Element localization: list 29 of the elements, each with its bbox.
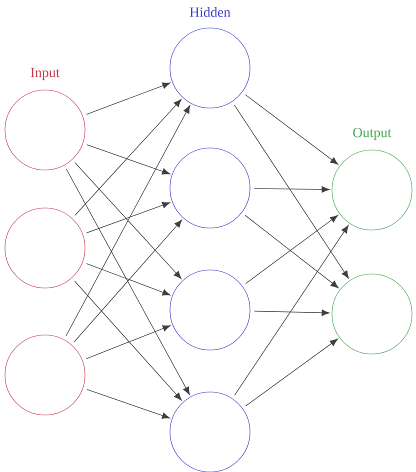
arrow xyxy=(66,105,190,336)
arrow xyxy=(254,310,330,316)
arrow xyxy=(74,162,182,279)
arrow xyxy=(86,82,170,115)
arrow xyxy=(86,389,170,419)
arrow xyxy=(86,263,170,296)
layer-title: Output xyxy=(353,128,392,140)
layer-title: Hidden xyxy=(190,7,230,17)
neuron-circle xyxy=(170,148,250,228)
arrow xyxy=(86,325,171,360)
arrow xyxy=(245,94,338,165)
neuron-circle xyxy=(4,334,86,416)
arrow xyxy=(245,338,338,406)
neuron-circle xyxy=(4,208,86,288)
arrow xyxy=(234,225,349,396)
neuron-circle xyxy=(332,274,412,354)
arrow xyxy=(86,144,170,174)
neuron-circle xyxy=(4,90,86,170)
neuron-circle xyxy=(170,270,250,350)
arrow xyxy=(234,104,349,279)
arrow xyxy=(74,220,182,342)
arrow xyxy=(74,99,182,216)
arrow xyxy=(86,202,170,234)
arrow xyxy=(254,186,330,193)
neuron-circle xyxy=(332,150,412,230)
arrow xyxy=(66,168,190,395)
neuron-circle xyxy=(170,28,250,108)
layer-title: Input xyxy=(30,68,60,80)
arrow xyxy=(74,280,182,401)
